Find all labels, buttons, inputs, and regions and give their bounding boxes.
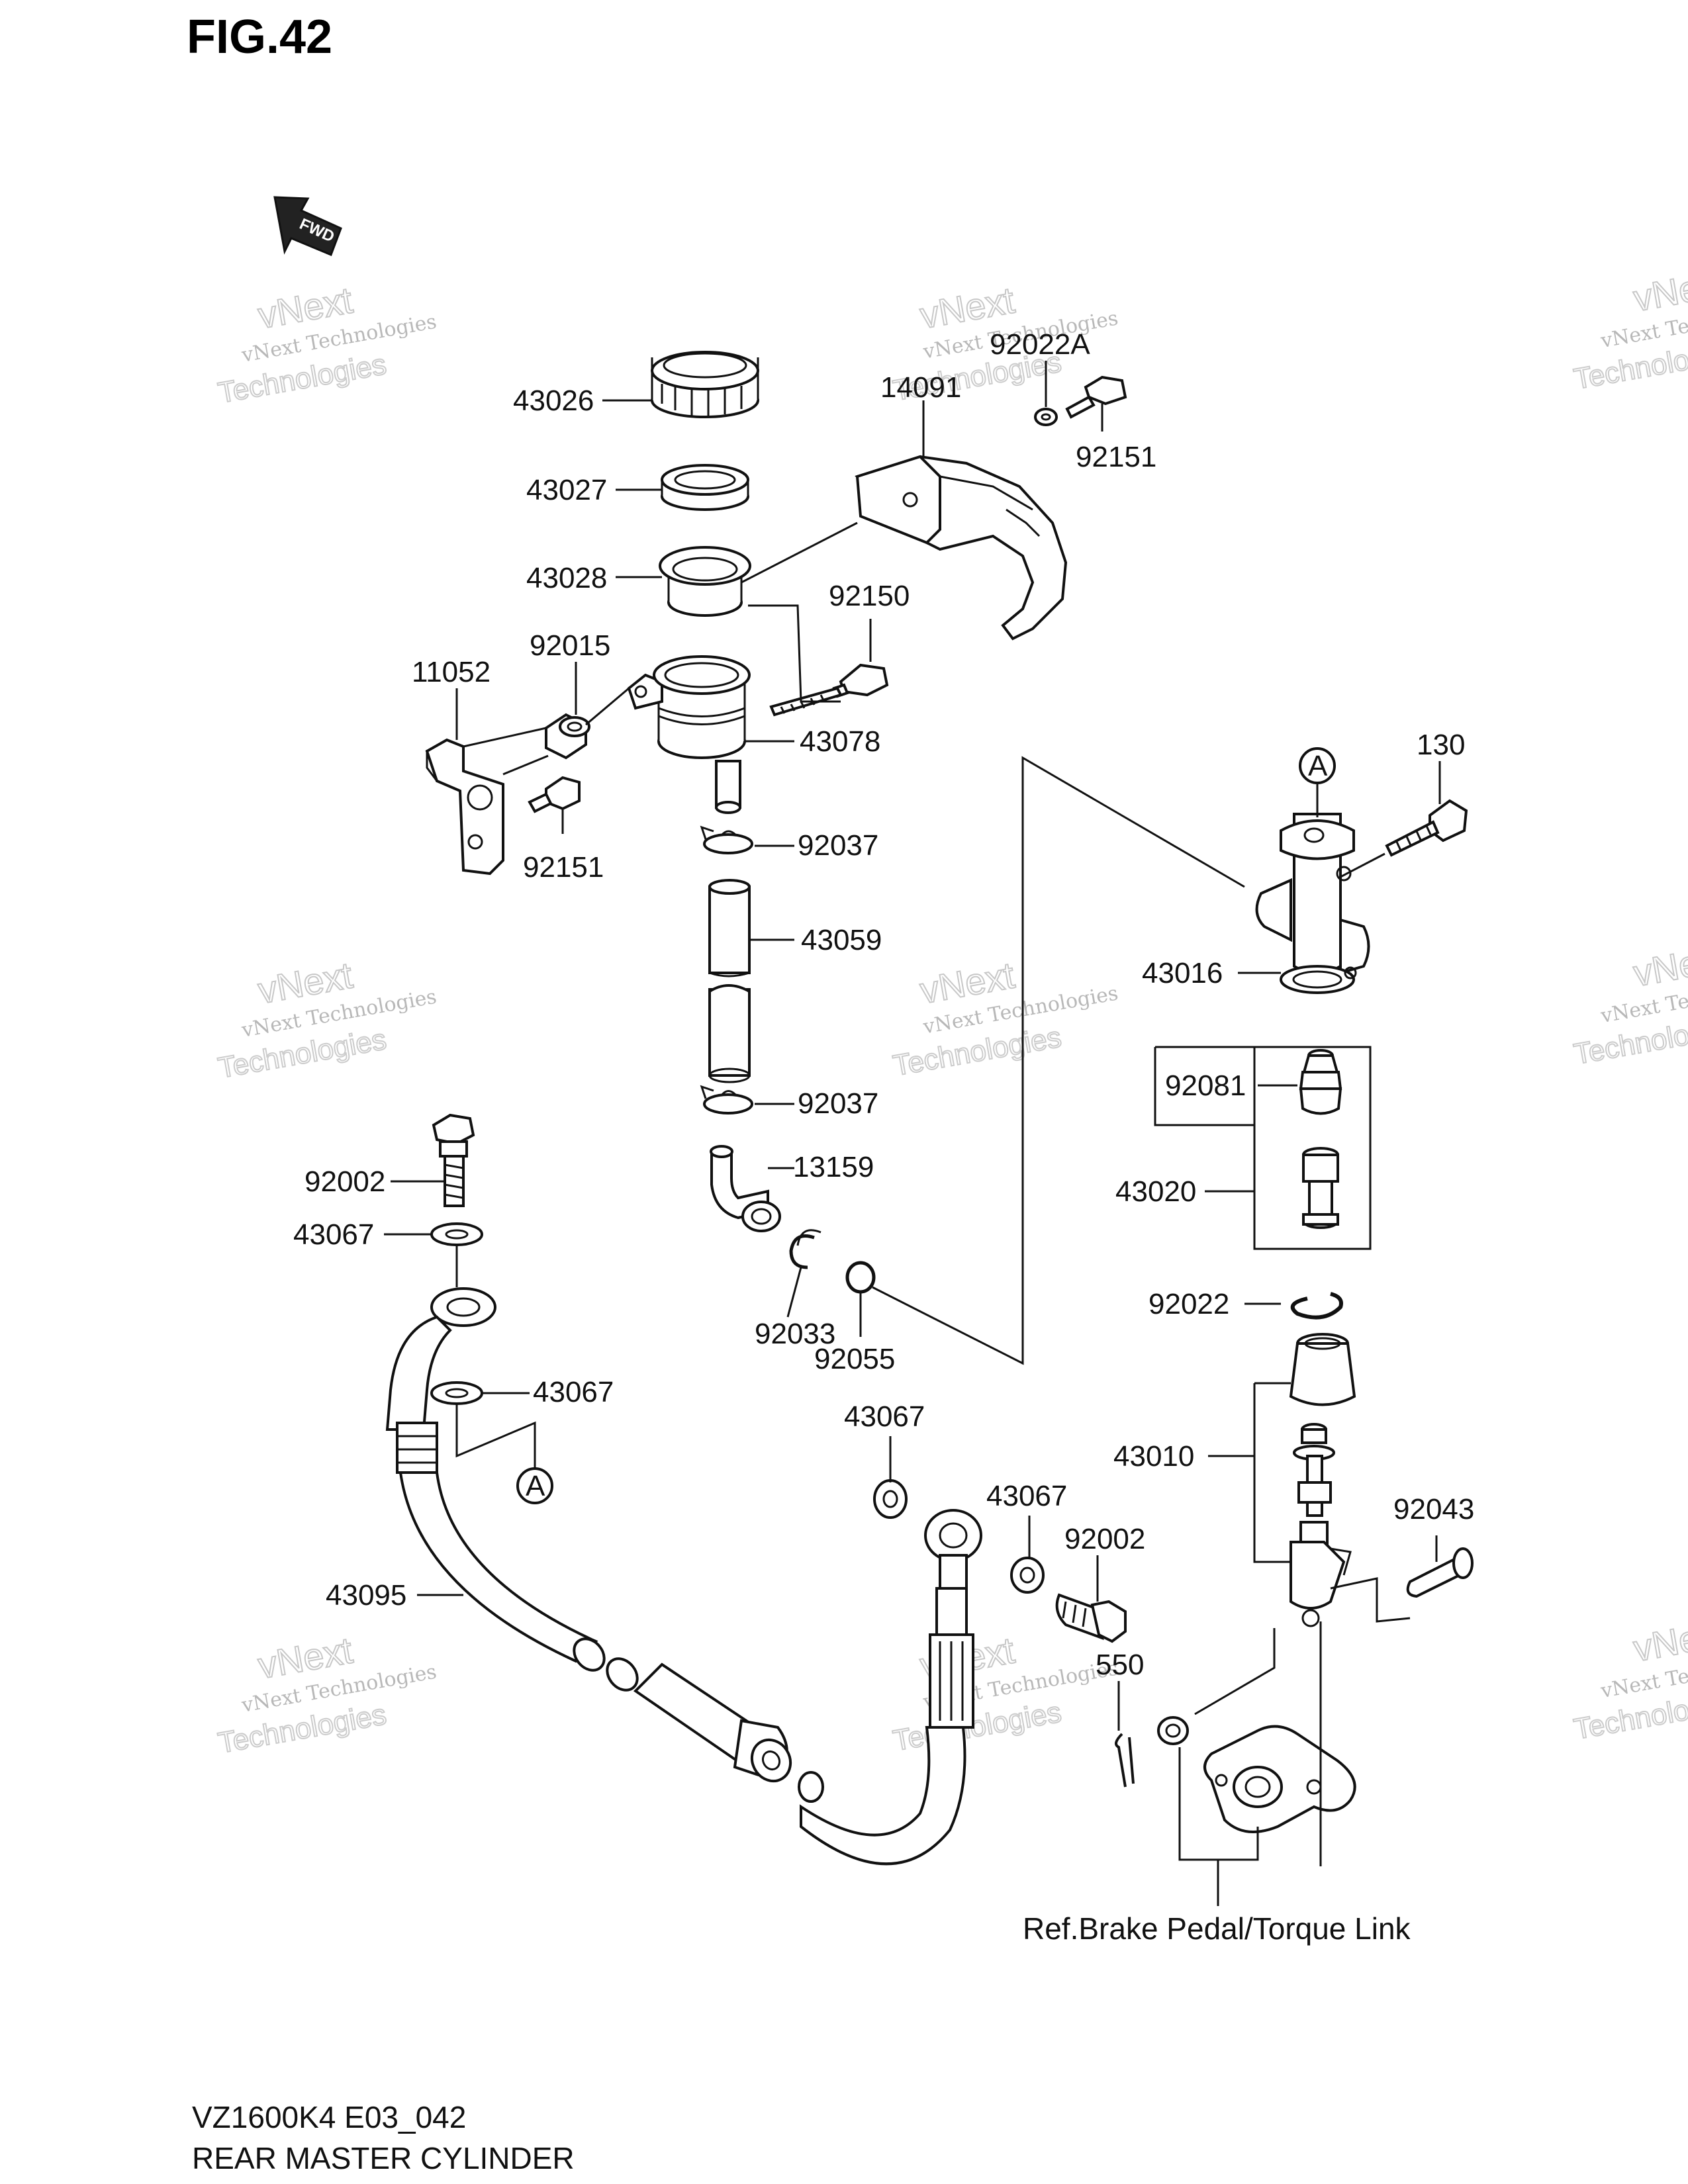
collar-part [545,713,590,760]
watermark-group: vNext vNext Technologies Technologies vN… [215,261,1688,1760]
label-92043: 92043 [1393,1493,1474,1525]
washer-part [1010,1557,1045,1594]
reservoir-cover-part [855,455,1068,641]
label-92002-left: 92002 [305,1165,385,1198]
marker-a-label: A [1308,750,1328,782]
label-43067-b: 43067 [533,1376,614,1408]
figure-title: FIG.42 [187,11,332,64]
watermark-technologies: Technologies [216,1023,389,1085]
circlip-part [789,1229,821,1269]
washer-part [430,1381,483,1405]
reference-note: Ref.Brake Pedal/Torque Link [1023,1911,1411,1946]
label-43026: 43026 [513,385,594,417]
brake-hose-part [385,1287,982,1866]
label-550: 550 [1096,1649,1144,1681]
label-43010: 43010 [1113,1440,1194,1473]
reservoir-bracket-part [425,738,504,876]
reservoir-body-part [627,655,751,814]
diaphragm-part [661,464,749,511]
reservoir-cap-part [651,351,759,418]
fwd-arrow-icon: FWD [273,196,342,256]
watermark-technologies: Technologies [891,1021,1064,1082]
watermark-vnext: vNext [1630,1612,1688,1669]
label-92081: 92081 [1165,1069,1246,1102]
label-43027: 43027 [526,474,607,506]
label-14091: 14091 [880,371,961,404]
piston-part [1302,1147,1339,1229]
cover-bolt-part [1034,375,1127,426]
reservoir-hose-part [708,879,751,1083]
label-43067-a: 43067 [293,1218,374,1251]
label-11052: 11052 [412,656,491,688]
label-92022: 92022 [1149,1288,1229,1320]
cotter-pin-part [1115,1733,1135,1788]
label-130: 130 [1417,729,1465,761]
o-ring-part [845,1261,876,1294]
watermark-vnext: vNext [1630,261,1688,319]
washer-part [430,1222,483,1246]
watermark-vnext: vNext [1630,936,1688,994]
hose-elbow-part [710,1145,781,1232]
label-43067-d: 43067 [986,1480,1067,1512]
label-92150: 92150 [829,580,910,612]
piston-kit-box [1253,1046,1372,1250]
banjo-bolt-part [432,1113,475,1207]
piston-cup-part [1299,1049,1342,1115]
bracket-bolt-part [528,776,581,813]
label-43095: 43095 [326,1579,406,1612]
washer-pedal-part [1157,1716,1189,1745]
label-92015: 92015 [530,629,610,662]
label-43067-c: 43067 [844,1400,925,1433]
hose-clip-part [700,825,753,854]
section-name: REAR MASTER CYLINDER [192,2141,575,2175]
reservoir-bolt-part [769,663,889,717]
watermark-technologies: Technologies [891,1696,1064,1757]
diaphragm-plate-part [659,546,751,617]
marker-a-top: A [1299,747,1336,784]
label-92022a: 92022A [990,328,1090,361]
label-43028: 43028 [526,562,607,594]
label-92151-left: 92151 [523,851,604,884]
watermark-technologies: Technologies [216,348,389,410]
master-cylinder-bolt-part [1385,799,1468,857]
washer-part [873,1479,908,1519]
label-43016: 43016 [1142,957,1223,989]
label-92033: 92033 [755,1318,835,1350]
marker-a-bottom: A [516,1467,553,1504]
label-92151-top: 92151 [1076,441,1156,473]
label-43078: 43078 [800,725,880,758]
master-cylinder-part [1255,813,1370,994]
pushrod-boot-part [1289,1333,1356,1406]
clevis-pin-part [1406,1547,1474,1598]
label-92055: 92055 [814,1343,895,1375]
pushrod-part [1289,1423,1352,1627]
label-43020: 43020 [1115,1175,1196,1208]
leader-lines [384,361,1441,1906]
part-labels: 43026 43027 43028 14091 92022A 92151 921… [293,328,1474,1681]
watermark-technologies: Technologies [216,1698,389,1760]
marker-a-label: A [526,1470,545,1502]
pushrod-circlip-part [1290,1292,1343,1320]
label-92002-right: 92002 [1064,1523,1145,1555]
label-13159: 13159 [793,1151,874,1183]
label-92037-bottom: 92037 [798,1087,878,1120]
banjo-bolt-part [1055,1593,1127,1643]
model-code: VZ1600K4 E03_042 [192,2100,466,2134]
label-92037-top: 92037 [798,829,878,862]
label-43059: 43059 [801,924,882,956]
hose-clip-part [700,1085,753,1115]
torque-link-part [1203,1725,1356,1833]
kit-bracket-line [1154,1046,1254,1126]
